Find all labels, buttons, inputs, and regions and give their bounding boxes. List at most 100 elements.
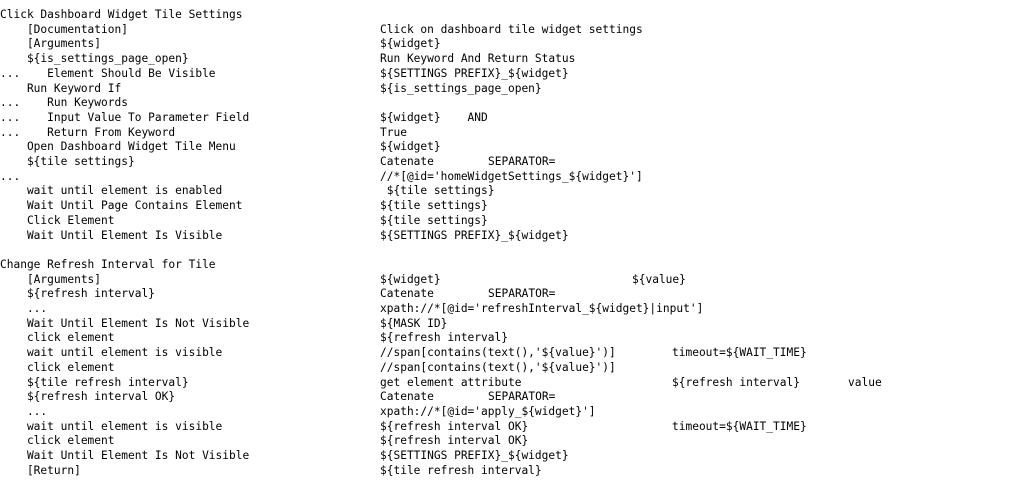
code-cell-c1: [Documentation] [0,22,128,36]
code-line: Wait Until Element Is Not Visible ${SETTI… [0,449,1024,464]
code-cell-c2: Catenate [380,287,434,301]
code-cell-c1: ... Run Keywords [0,96,128,110]
code-cell-c1: Wait Until Element Is Not Visible [0,316,250,330]
code-cell-c1: wait until element is enabled [0,184,223,198]
code-cell-c3: SEPARATOR= [488,155,556,168]
code-cell-c2: //span[contains(text(),'${value}')] [380,346,616,360]
code-cell-c2: ${SETTINGS PREFIX}_${widget} [380,228,569,242]
code-cell-c2: Run Keyword And Return Status [380,52,576,66]
code-cell-c2: ${refresh interval OK} [380,419,529,433]
code-cell-c1: ... Element Should Be Visible [0,66,216,80]
code-cell-c1: Open Dashboard Widget Tile Menu [0,140,236,154]
code-cell-c1: Wait Until Element Is Visible [0,228,223,242]
code-line: [Documentation] Click on dashboard tile w… [0,23,1024,38]
code-cell-c4: ${value} [632,272,686,286]
code-cell-c1: [Arguments] [0,272,102,286]
code-line: click element ${refresh interval OK} [0,434,1024,449]
code-cell-c2: ${widget} AND [380,110,488,124]
code-line: wait until element is enabled ${tile set… [0,184,1024,199]
code-line: Wait Until Element Is Not Visible ${MASK … [0,317,1024,332]
code-cell-c1: ... [0,302,48,315]
code-cell-c2: ${refresh interval OK} [380,434,529,448]
code-line: Click Dashboard Widget Tile Settings [0,8,1024,23]
code-line: click element ${refresh interval} [0,331,1024,346]
code-line: [Arguments] ${widget} ${value} [0,273,1024,288]
code-cell-c2: ${widget} [380,272,441,286]
code-line: Click Element ${tile settings} [0,214,1024,229]
code-cell-c2: //span[contains(text(),'${value}')] [380,360,616,374]
code-cell-c1: [Arguments] [0,37,102,51]
code-cell-c1: click element [0,434,115,448]
code-cell-c1: Wait Until Page Contains Element [0,199,243,213]
code-cell-c2: True [380,125,407,139]
code-cell-c2: ${tile settings} [380,213,488,227]
code-cell-c2: get element attribute [380,375,522,389]
code-cell-c2: ${SETTINGS PREFIX}_${widget} [380,66,569,80]
code-line: Change Refresh Interval for Tile [0,258,1024,273]
code-cell-c5: timeout=${WAIT_TIME} [672,419,807,433]
code-cell-c2: Catenate [380,390,434,404]
code-cell-c5: timeout=${WAIT_TIME} [672,346,807,360]
code-cell-c1: ${tile settings} [0,155,135,168]
code-line: ${tile refresh interval} get element attr… [0,376,1024,391]
code-cell-c1: ... [0,169,21,183]
code-line: ... //*[@id='homeWidgetSettings_${widget}… [0,170,1024,185]
code-cell-c1: ${tile refresh interval} [0,375,189,389]
code-cell-c2: ${tile settings} [380,199,488,213]
code-cell-c2: ${SETTINGS PREFIX}_${widget} [380,449,569,462]
code-cell-c3: SEPARATOR= [488,287,556,301]
code-cell-c1: ${refresh interval OK} [0,390,176,404]
code-cell-c2: ${refresh interval} [380,331,508,345]
code-line: ${refresh interval} Catenate SEPARATOR= [0,287,1024,302]
code-line: ... Element Should Be Visible ${SETTINGS … [0,67,1024,82]
code-line: ${tile settings} Catenate SEPARATOR= [0,155,1024,170]
code-cell-c1: Click Dashboard Widget Tile Settings [0,8,243,21]
code-cell-c1: Run Keyword If [0,81,122,95]
code-cell-c1: click element [0,331,115,345]
code-cell-c2: xpath://*[@id='refreshInterval_${widget}… [380,302,704,315]
code-cell-c2: Catenate [380,155,434,168]
code-cell-c2: ${MASK ID} [380,316,448,330]
code-cell-c2: Click on dashboard tile widget settings [380,22,643,36]
code-cell-c1: Wait Until Element Is Not Visible [0,449,250,462]
code-cell-c1: [Return] [0,463,81,477]
code-line: ... xpath://*[@id='apply_${widget}'] [0,405,1024,420]
code-line: ... xpath://*[@id='refreshInterval_${widg… [0,302,1024,317]
code-cell-c2: ${tile settings} [380,184,495,198]
code-cell-c3: SEPARATOR= [488,390,556,404]
code-line: wait until element is visible ${refresh i… [0,420,1024,435]
code-line: ... Input Value To Parameter Field ${widg… [0,111,1024,126]
code-cell-c2: ${widget} [380,37,441,51]
code-cell-c1: wait until element is visible [0,419,223,433]
code-cell-c2: ${widget} [380,140,441,154]
code-line [0,243,1024,258]
code-line: wait until element is visible //span[cont… [0,346,1024,361]
code-cell-c5: ${refresh interval} [672,375,800,389]
code-cell-c1: ${is_settings_page_open} [0,52,189,66]
code-cell-c2: xpath://*[@id='apply_${widget}'] [380,404,596,418]
code-line: Wait Until Element Is Visible ${SETTINGS … [0,229,1024,244]
code-cell-c1: ${refresh interval} [0,287,155,301]
code-line: [Arguments] ${widget} [0,37,1024,52]
code-cell-c1: Click Element [0,213,115,227]
code-cell-c1: ... Return From Keyword [0,125,176,139]
code-cell-c1: Change Refresh Interval for Tile [0,257,216,271]
code-line: ... Run Keywords [0,96,1024,111]
code-cell-c1: click element [0,360,115,374]
code-line: ${is_settings_page_open} Run Keyword And … [0,52,1024,67]
code-cell-c2: ${tile refresh interval} [380,463,542,477]
code-line: Wait Until Page Contains Element ${tile s… [0,199,1024,214]
code-cell-c1: wait until element is visible [0,346,223,360]
code-cell-c2: ${is_settings_page_open} [380,81,542,95]
code-cell-c2: //*[@id='homeWidgetSettings_${widget}'] [380,169,643,183]
code-line: ... Return From Keyword True [0,126,1024,141]
code-line: ${refresh interval OK} Catenate SEPARATOR= [0,390,1024,405]
code-cell-c1: ... [0,404,48,418]
code-cell-c6: value [848,375,882,389]
code-line: Run Keyword If ${is_settings_page_open} [0,82,1024,97]
code-line: Open Dashboard Widget Tile Menu ${widget} [0,140,1024,155]
code-line: [Return] ${tile refresh interval} [0,464,1024,479]
code-line: click element //span[contains(text(),'${v… [0,361,1024,376]
code-cell-c1: ... Input Value To Parameter Field [0,110,250,124]
